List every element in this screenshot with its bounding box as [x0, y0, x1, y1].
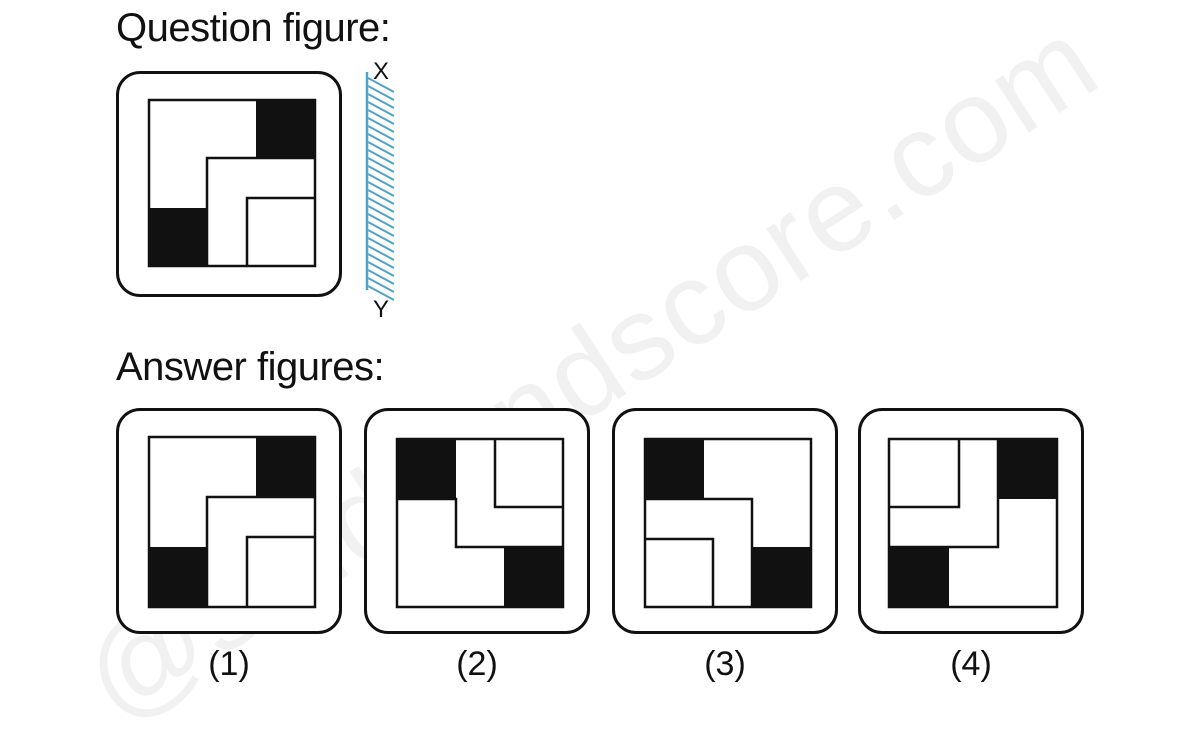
l-shape-outer [645, 497, 754, 607]
mirror-hatch-stroke [367, 197, 395, 213]
black-square-bottom-right [504, 547, 563, 607]
mirror-hatch-stroke [367, 277, 395, 293]
black-square-bottom-right [752, 547, 811, 607]
option-2-drawing [395, 437, 565, 609]
mirror-hatch-stroke [367, 165, 395, 181]
mirror-hatch-stroke [367, 125, 395, 141]
option-1-drawing [147, 435, 317, 609]
option-1-label: (1) [208, 645, 250, 683]
question-figure-drawing [147, 98, 317, 268]
mirror-hatch-stroke [367, 213, 395, 229]
mirror-line [365, 72, 395, 301]
answer-option-2[interactable] [364, 408, 590, 634]
mirror-label-y: Y [373, 296, 390, 323]
black-square-bottom-left [889, 547, 949, 607]
mirror-hatch-stroke [367, 181, 395, 197]
l-shape-outer [205, 156, 315, 266]
option-4-drawing [887, 437, 1059, 609]
option-3-drawing [643, 437, 813, 609]
mirror-hatch-stroke [367, 189, 395, 205]
option-2-label: (2) [456, 645, 498, 683]
black-square-top-right [256, 100, 315, 158]
mirror-hatch-stroke [367, 85, 395, 101]
l-shape-outer [397, 497, 563, 549]
mirror-hatch-stroke [367, 77, 395, 93]
option-3-label: (3) [704, 645, 746, 683]
option-4-label: (4) [950, 645, 992, 683]
answer-option-1[interactable] [116, 408, 342, 634]
mirror-hatch-stroke [367, 141, 395, 157]
mirror-hatch-stroke [367, 221, 395, 237]
l-shape-outer [889, 439, 1000, 549]
l-shape-inner [245, 535, 315, 607]
mirror-hatch-stroke [367, 285, 395, 301]
black-square-bottom-left [149, 208, 207, 266]
black-square-top-right [998, 439, 1057, 499]
mirror-hatch-stroke [367, 237, 395, 253]
answer-heading: Answer figures: [116, 345, 385, 389]
mirror-hatch-stroke [367, 149, 395, 165]
mirror-hatch-stroke [367, 109, 395, 125]
black-square-top-left [397, 439, 456, 499]
mirror-label-x: X [373, 58, 390, 85]
answer-option-3[interactable] [612, 408, 838, 634]
mirror-hatch-stroke [367, 133, 395, 149]
mirror-hatch-stroke [367, 205, 395, 221]
mirror-hatch-stroke [367, 229, 395, 245]
question-figure [116, 71, 342, 297]
question-heading: Question figure: [116, 6, 391, 50]
black-square-top-left [645, 439, 704, 499]
mirror-hatch-stroke [367, 93, 395, 109]
mirror-hatch-stroke [367, 261, 395, 277]
mirror-hatch-stroke [367, 253, 395, 269]
l-shape-inner [645, 537, 715, 607]
black-square-bottom-left [149, 547, 207, 607]
mirror-hatch-stroke [367, 173, 395, 189]
mirror-hatch-stroke [367, 269, 395, 285]
mirror-hatch-stroke [367, 157, 395, 173]
mirror-hatch-stroke [367, 245, 395, 261]
l-shape-outer [205, 495, 315, 607]
answer-option-4[interactable] [858, 408, 1084, 634]
l-shape-inner [245, 196, 315, 266]
l-shape-inner [889, 439, 961, 509]
l-shape-inner [493, 439, 563, 509]
mirror-hatch-stroke [367, 117, 395, 133]
black-square-top-right [256, 437, 315, 497]
mirror-hatch-stroke [367, 101, 395, 117]
